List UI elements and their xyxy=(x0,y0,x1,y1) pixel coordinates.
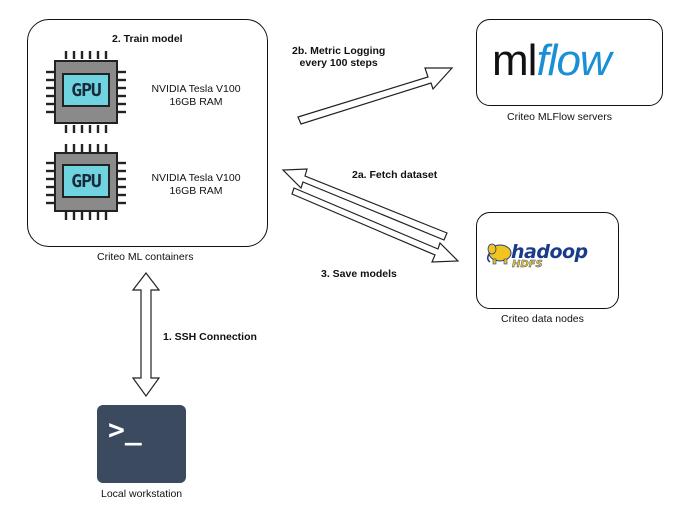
gpu-2-spec: NVIDIA Tesla V100 16GB RAM xyxy=(126,172,266,197)
fetch-dataset-label: 2a. Fetch dataset xyxy=(352,169,438,181)
fetch-dataset-arrow xyxy=(281,168,448,241)
terminal-icon xyxy=(97,405,186,483)
gpu-chip-2-label: GPU xyxy=(71,171,102,192)
gpu-chip-1-label: GPU xyxy=(71,80,102,101)
save-models-arrow xyxy=(291,187,460,263)
mlflow-logo: mlflow xyxy=(492,36,612,86)
gpu-2-ram: 16GB RAM xyxy=(169,184,223,197)
hadoop-logo-text: hadoop xyxy=(511,241,588,263)
gpu-1-ram: 16GB RAM xyxy=(169,95,223,108)
metric-logging-line1: 2b. Metric Logging xyxy=(292,45,386,57)
ml-containers-caption: Criteo ML containers xyxy=(97,251,194,263)
ssh-connection-arrow xyxy=(131,272,161,398)
mlflow-caption: Criteo MLFlow servers xyxy=(507,111,613,123)
metric-logging-line2: every 100 steps xyxy=(299,57,378,69)
gpu-1-model: NVIDIA Tesla V100 xyxy=(151,83,241,95)
terminal-prompt: >_ xyxy=(108,413,142,446)
ssh-connection-label: 1. SSH Connection xyxy=(163,331,257,343)
hadoop-caption: Criteo data nodes xyxy=(501,313,584,325)
metric-logging-label: 2b. Metric Logging every 100 steps xyxy=(292,45,385,69)
mlflow-node xyxy=(476,19,663,106)
train-model-label: 2. Train model xyxy=(112,33,183,45)
mlflow-logo-flow: flow xyxy=(536,36,611,85)
hadoop-logo-sub: HDFS xyxy=(512,259,543,270)
mlflow-logo-ml: ml xyxy=(492,36,537,85)
workstation-caption: Local workstation xyxy=(101,488,183,500)
gpu-1-spec: NVIDIA Tesla V100 16GB RAM xyxy=(126,83,266,108)
save-models-label: 3. Save models xyxy=(321,268,397,280)
gpu-2-model: NVIDIA Tesla V100 xyxy=(151,172,241,184)
metric-logging-arrow xyxy=(297,67,454,125)
